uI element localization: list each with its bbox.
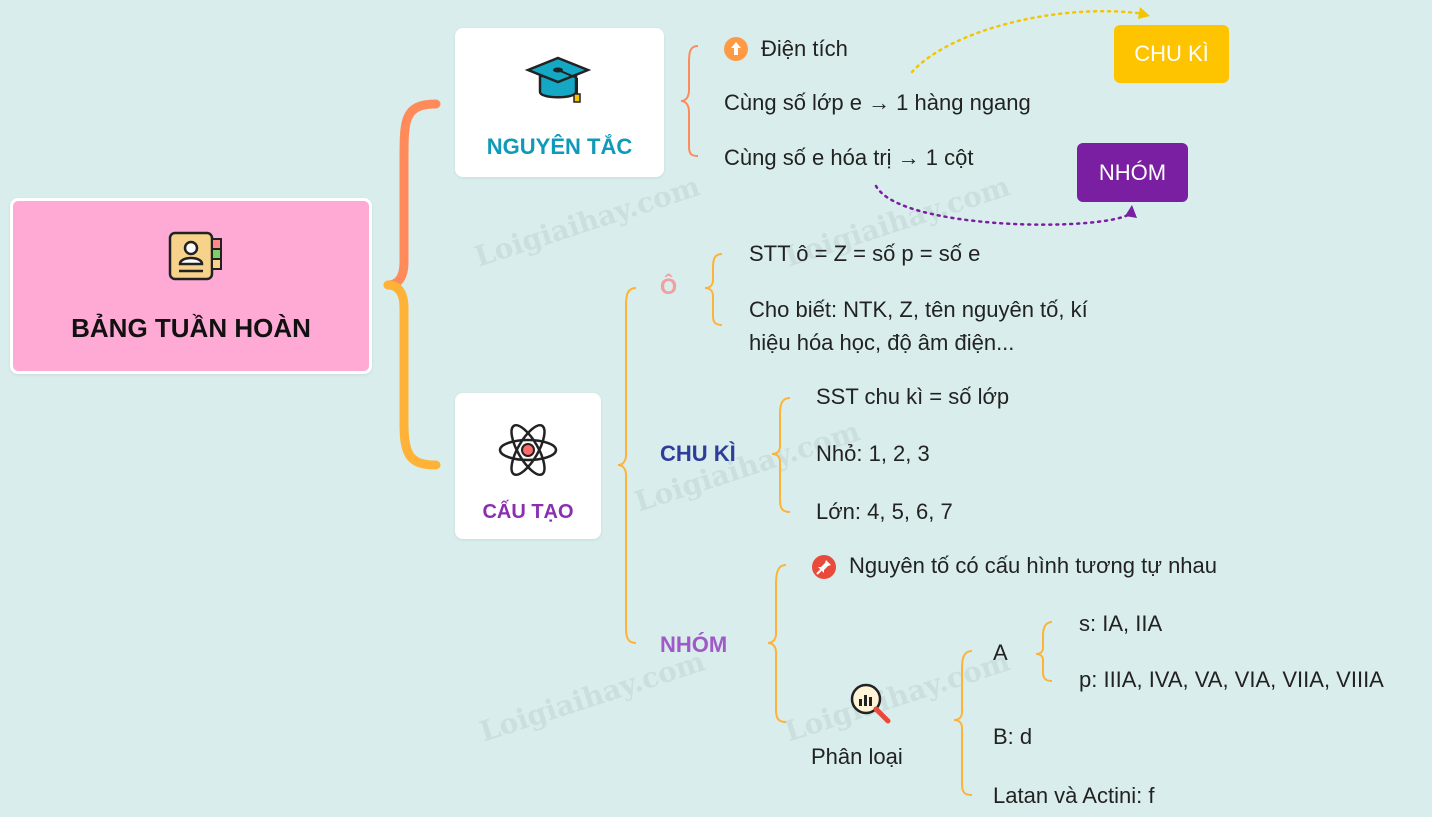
period-label: CHU KÌ bbox=[660, 441, 736, 466]
chart-magnifier-icon bbox=[850, 683, 891, 724]
class-a-p: p: IIIA, IVA, VA, VIA, VIIA, VIIIA bbox=[1079, 667, 1384, 692]
principle-item-row: Cùng số lớp e → 1 hàng ngang bbox=[724, 90, 1031, 115]
cell-item-info-1: Cho biết: NTK, Z, tên nguyên tố, kí bbox=[749, 297, 1088, 322]
classification-bracket bbox=[953, 650, 973, 796]
root-brace-bottom bbox=[383, 280, 441, 470]
principle-card: NGUYÊN TẮC bbox=[455, 28, 664, 177]
period-item-large: Lớn: 4, 5, 6, 7 bbox=[816, 499, 953, 524]
group-note: Nguyên tố có cấu hình tương tự nhau bbox=[849, 553, 1218, 578]
classification-label: Phân loại bbox=[811, 744, 903, 769]
structure-title: CẤU TẠO bbox=[482, 501, 574, 523]
class-b: B: d bbox=[993, 724, 1033, 749]
class-a-label: A bbox=[993, 640, 1008, 665]
atom-icon bbox=[498, 423, 558, 477]
root-brace-top bbox=[383, 99, 441, 290]
class-a-s: s: IA, IIA bbox=[1079, 611, 1163, 636]
group-arrow-line bbox=[874, 184, 1132, 226]
cell-item-stt: STT ô = Z = số p = số e bbox=[749, 241, 981, 266]
tag-period: CHU KÌ bbox=[1114, 25, 1229, 83]
class-f: Latan và Actini: f bbox=[993, 783, 1155, 808]
id-card-icon bbox=[168, 231, 222, 281]
root-title: BẢNG TUẦN HOÀN bbox=[71, 313, 311, 343]
principle-bracket bbox=[680, 45, 699, 157]
period-item-number: SST chu kì = số lớp bbox=[816, 384, 1010, 409]
principle-item-charge: Điện tích bbox=[761, 36, 848, 61]
cell-bracket bbox=[704, 253, 723, 326]
a-bracket bbox=[1035, 621, 1053, 682]
period-bracket bbox=[771, 397, 791, 513]
principle-title: NGUYÊN TẮC bbox=[486, 134, 633, 159]
cell-item-info-2: hiệu hóa học, độ âm điện... bbox=[749, 330, 1015, 355]
group-bracket bbox=[767, 564, 787, 723]
structure-card: CẤU TẠO bbox=[455, 393, 601, 539]
graduation-cap-icon bbox=[525, 56, 591, 103]
group-arrow-head bbox=[1125, 205, 1137, 218]
pin-icon bbox=[812, 555, 836, 579]
period-arrow-line bbox=[910, 10, 1147, 74]
period-item-small: Nhỏ: 1, 2, 3 bbox=[816, 441, 930, 466]
arrow-up-circle-icon bbox=[724, 37, 748, 61]
period-arrow-head bbox=[1138, 7, 1150, 19]
cell-label: Ô bbox=[660, 274, 678, 299]
tag-group: NHÓM bbox=[1077, 143, 1188, 202]
principle-item-column: Cùng số e hóa trị → 1 cột bbox=[724, 145, 974, 170]
root-card: BẢNG TUẦN HOÀN bbox=[10, 198, 372, 374]
structure-bracket bbox=[617, 287, 637, 644]
group-label: NHÓM bbox=[660, 632, 728, 657]
